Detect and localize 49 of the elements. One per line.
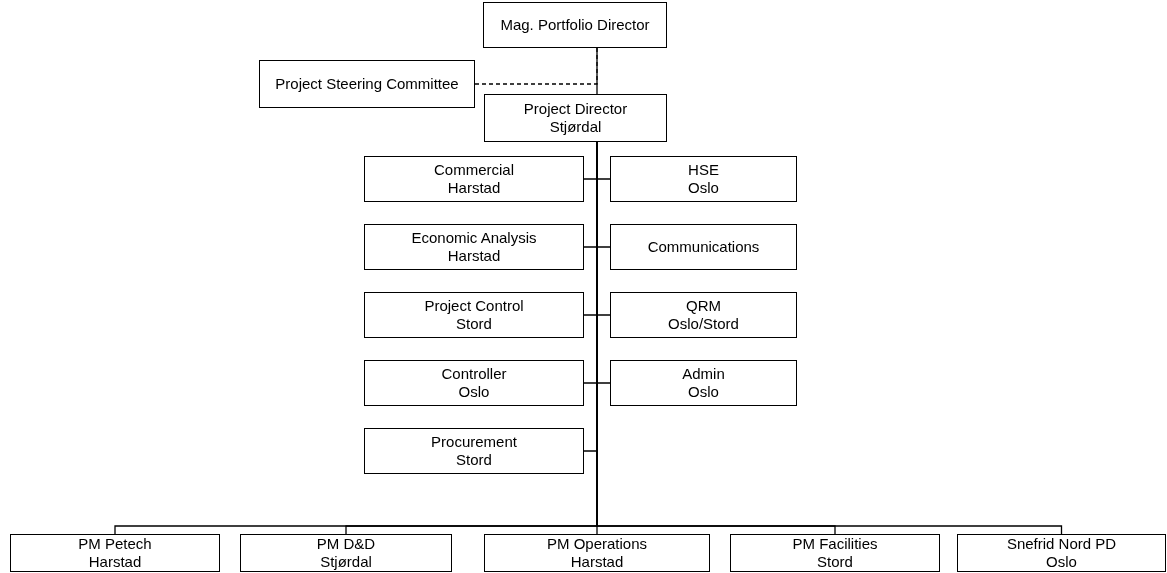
location-text: Oslo	[458, 383, 490, 401]
role-name: PM D&D	[316, 535, 376, 553]
location-text: Oslo	[688, 383, 719, 401]
role-name: Procurement	[431, 433, 517, 451]
org-box	[730, 534, 940, 572]
location-text: Stord	[456, 451, 492, 469]
role-name: HSE	[688, 161, 719, 179]
org-box	[610, 156, 797, 202]
location-text: Stord	[456, 315, 492, 333]
location-text: Harstad	[570, 553, 624, 571]
org-box	[957, 534, 1166, 572]
role-name: PM Operations	[546, 535, 647, 553]
role-name: Project Director	[523, 100, 628, 118]
org-box	[484, 94, 667, 142]
location-text: Oslo	[1046, 553, 1077, 571]
location-text: Harstad	[447, 179, 501, 197]
org-box	[610, 360, 797, 406]
org-box	[364, 292, 584, 338]
location-text: Stjørdal	[320, 553, 372, 571]
org-box	[259, 60, 475, 108]
location-text: Stord	[817, 553, 853, 571]
org-box	[610, 224, 797, 270]
location-text: Stjørdal	[549, 118, 602, 136]
org-box	[364, 156, 584, 202]
role-name: Project Steering Committee	[275, 75, 459, 93]
role-name: PM Facilities	[792, 535, 878, 553]
location-text: Oslo	[688, 179, 719, 197]
role-name: Controller	[441, 365, 507, 383]
role-name: Mag. Portfolio Director	[500, 16, 650, 34]
org-box	[364, 224, 584, 270]
org-box	[240, 534, 452, 572]
role-name: Communications	[647, 238, 760, 256]
org-box	[10, 534, 220, 572]
role-name: QRM	[686, 297, 721, 315]
role-name: Project Control	[424, 297, 524, 315]
connector-line	[596, 47, 598, 95]
location-text: Harstad	[447, 247, 501, 265]
org-box	[364, 428, 584, 474]
location-text: Oslo/Stord	[668, 315, 739, 333]
role-name: Commercial	[434, 161, 514, 179]
org-box	[610, 292, 797, 338]
role-name: Economic Analysis	[411, 229, 537, 247]
location-text: Harstad	[88, 553, 142, 571]
org-box	[483, 2, 667, 48]
role-name: Snefrid Nord PD	[1006, 535, 1117, 553]
org-box	[484, 534, 710, 572]
org-box	[364, 360, 584, 406]
role-name: Admin	[682, 365, 725, 383]
role-name: PM Petech	[78, 535, 152, 553]
